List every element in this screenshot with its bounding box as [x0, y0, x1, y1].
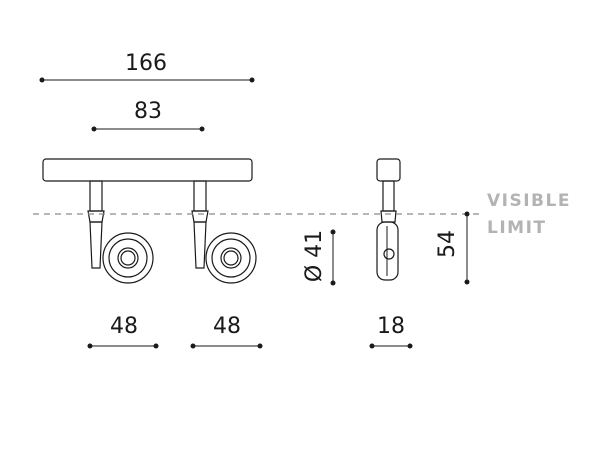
spotlight-head-middle — [108, 238, 148, 278]
dimension-spacing: 83 — [91, 99, 205, 132]
front-view — [42, 158, 257, 284]
dimension-endpoint — [330, 280, 336, 286]
side-mounting-bar — [376, 158, 401, 182]
dimension-head-width-right: 48 — [190, 314, 263, 349]
dimension-head-width-left: 48 — [87, 314, 159, 349]
spotlight-stem — [193, 180, 207, 212]
spotlight-right — [191, 180, 257, 284]
dimension-label-48-left: 48 — [110, 314, 138, 339]
spotlight-arm — [89, 221, 103, 269]
spotlight-head-outer — [102, 232, 154, 284]
spotlight-head-outer — [205, 232, 257, 284]
side-view — [376, 158, 401, 281]
dimension-label-83: 83 — [134, 99, 162, 124]
spotlight-stem — [89, 180, 103, 212]
dimension-label-18: 18 — [377, 314, 405, 339]
dimension-endpoint — [153, 343, 159, 349]
dimension-endpoint — [199, 126, 205, 132]
dimension-height: 54 — [435, 211, 470, 285]
visible-limit: VISIBLE LIMIT — [33, 191, 571, 238]
dimension-endpoint — [369, 343, 375, 349]
dimension-endpoint — [91, 126, 97, 132]
spotlight-left — [87, 180, 154, 284]
spotlight-joint — [87, 210, 105, 223]
dimension-endpoint — [87, 343, 93, 349]
mounting-bar — [42, 158, 253, 182]
dimension-side-width: 18 — [369, 314, 413, 349]
visible-limit-label-line2: LIMIT — [487, 218, 547, 238]
dimension-endpoint — [39, 77, 45, 83]
dimension-label-48-right: 48 — [213, 314, 241, 339]
dimension-endpoint — [464, 279, 470, 285]
spotlight-lens — [220, 247, 242, 269]
dimension-endpoint — [257, 343, 263, 349]
dimension-endpoint — [190, 343, 196, 349]
dimension-label-54: 54 — [435, 230, 460, 258]
spotlight-lens-inner — [120, 250, 136, 266]
spotlight-head-middle — [211, 238, 251, 278]
dimension-endpoint — [464, 211, 470, 217]
spotlight-arm — [193, 221, 207, 269]
visible-limit-label-line1: VISIBLE — [487, 191, 571, 211]
dimension-endpoint — [249, 77, 255, 83]
spotlight-lens-inner — [223, 250, 239, 266]
dimension-label-diameter: Ø 41 — [302, 230, 327, 282]
dimension-label-166: 166 — [125, 51, 167, 76]
spotlight-lens — [117, 247, 139, 269]
side-stem — [382, 180, 395, 212]
side-joint — [380, 210, 397, 223]
side-head-body — [376, 221, 399, 281]
spotlight-joint — [191, 210, 209, 223]
side-pivot-knob — [383, 248, 395, 260]
dimension-diameter: Ø 41 — [302, 229, 336, 286]
dimension-endpoint — [330, 229, 336, 235]
dimension-endpoint — [407, 343, 413, 349]
dimension-total-width: 166 — [39, 51, 255, 83]
